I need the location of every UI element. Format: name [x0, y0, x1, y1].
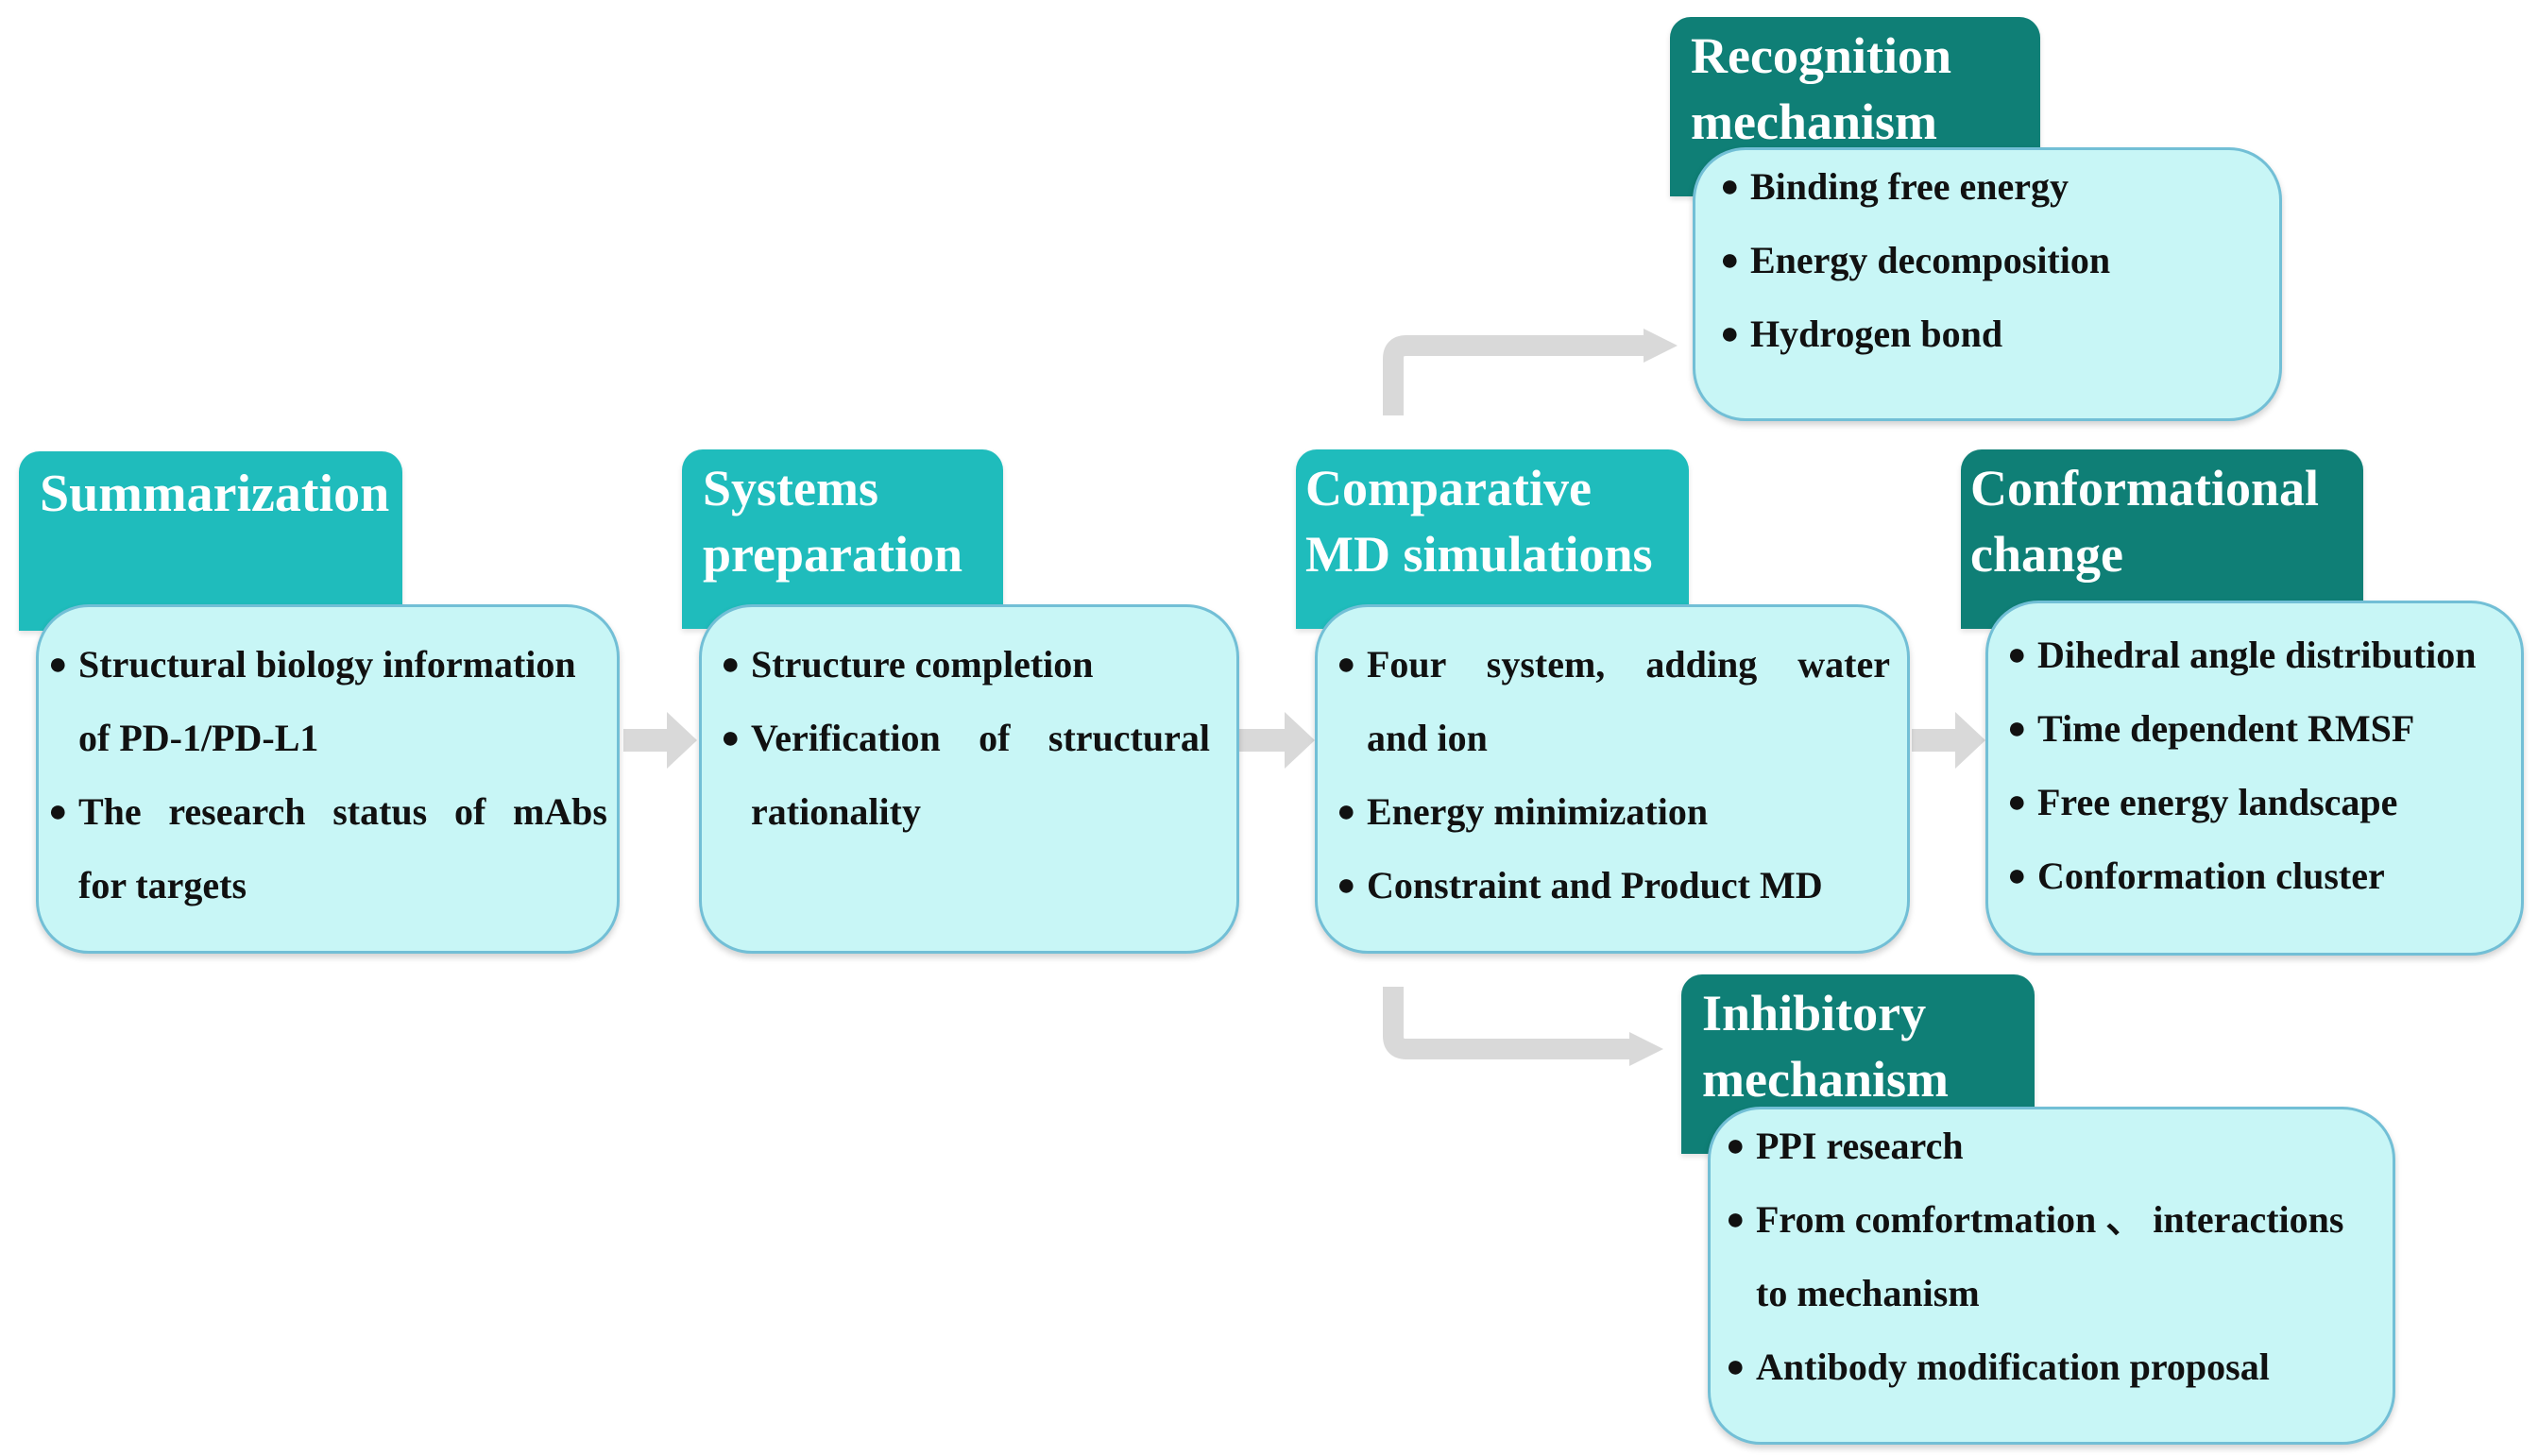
bullet-icon: ●	[2007, 858, 2027, 893]
arrow-comparative-to-recognition	[1383, 329, 1678, 415]
summarization-item-line: Structural biology information	[78, 643, 576, 686]
comparative-item-line: Energy minimization	[1367, 790, 1709, 833]
bullet-icon: ●	[1726, 1202, 1746, 1237]
systems-item-line: Verification of structural	[751, 717, 1210, 759]
bullet-icon: ●	[1726, 1349, 1746, 1384]
conformational-title-line: change	[1970, 526, 2123, 583]
inhibitory-item-line: From comfortmation 、 interactions	[1756, 1198, 2344, 1241]
systems-title-line: Systems	[703, 460, 878, 516]
recognition-item-line: Binding free energy	[1750, 165, 2070, 208]
bullet-icon: ●	[2007, 637, 2027, 672]
bullet-icon: ●	[1720, 243, 1740, 278]
summarization-card: ● Structural biology information of PD-1…	[36, 604, 620, 954]
bullet-icon: ●	[1337, 868, 1356, 903]
arrow-comparative-to-inhibitory	[1383, 987, 1663, 1066]
inhibitory-item-line: PPI research	[1756, 1125, 1964, 1167]
arrow-systems-to-comparative	[1239, 712, 1315, 769]
bullet-icon: ●	[2007, 711, 2027, 746]
systems-item: ● Verification of structural rationality	[721, 702, 1210, 849]
inhibitory-card: ● PPI research ● From comfortmation 、 in…	[1708, 1107, 2395, 1445]
bullet-icon: ●	[48, 794, 68, 829]
inhibitory-item-line: to mechanism	[1756, 1272, 1980, 1314]
recognition-item-line: Hydrogen bond	[1750, 313, 2003, 355]
inhibitory-item: ● From comfortmation 、 interactions to m…	[1726, 1183, 2379, 1330]
inhibitory-item: ● Antibody modification proposal	[1726, 1330, 2379, 1404]
comparative-item-line: and ion	[1367, 717, 1488, 759]
inhibitory-item-line: Antibody modification proposal	[1756, 1346, 2270, 1388]
summarization-tab: Summarization	[19, 451, 402, 631]
bullet-icon: ●	[1337, 647, 1356, 682]
recognition-item: ● Binding free energy	[1720, 150, 2268, 224]
systems-item: ● Structure completion	[721, 628, 1210, 702]
recognition-item: ● Energy decomposition	[1720, 224, 2268, 297]
bullet-icon: ●	[721, 647, 741, 682]
inhibitory-item: ● PPI research	[1726, 1109, 2379, 1183]
summarization-title: Summarization	[40, 465, 390, 523]
bullet-icon: ●	[1720, 316, 1740, 351]
comparative-item-line: Constraint and Product MD	[1367, 864, 1823, 906]
bullet-icon: ●	[48, 647, 68, 682]
recognition-card: ● Binding free energy ● Energy decomposi…	[1693, 147, 2282, 421]
comparative-item: ● Four system, adding water and ion	[1337, 628, 1890, 775]
systems-item-line: rationality	[751, 790, 921, 833]
systems-title-line: preparation	[703, 526, 963, 583]
comparative-item: ● Energy minimization	[1337, 775, 1890, 849]
conformational-tab: Conformational change	[1961, 449, 2363, 629]
summarization-item: ● The research status of mAbs for target…	[48, 775, 607, 923]
bullet-icon: ●	[1726, 1128, 1746, 1163]
inhibitory-title-line: mechanism	[1702, 1051, 1949, 1108]
arrow-summarization-to-systems	[623, 712, 697, 769]
conformational-item: ● Free energy landscape	[2007, 766, 2513, 839]
systems-tab: Systems preparation	[682, 449, 1003, 629]
bullet-icon: ●	[1720, 169, 1740, 204]
conformational-item-line: Free energy landscape	[2037, 781, 2398, 823]
conformational-item-line: Conformation cluster	[2037, 855, 2385, 897]
conformational-item-line: Dihedral angle distribution	[2037, 634, 2477, 676]
comparative-item: ● Constraint and Product MD	[1337, 849, 1890, 923]
recognition-title-line: Recognition	[1691, 27, 1951, 84]
conformational-item-line: Time dependent RMSF	[2037, 707, 2415, 750]
inhibitory-title-line: Inhibitory	[1702, 985, 1927, 1041]
arrow-comparative-to-conformational	[1912, 712, 1985, 769]
summarization-item-line: of PD-1/PD-L1	[78, 717, 319, 759]
systems-card: ● Structure completion ● Verification of…	[699, 604, 1239, 954]
summarization-item-line: The research status of mAbs	[78, 790, 607, 833]
conformational-item: ● Time dependent RMSF	[2007, 692, 2513, 766]
comparative-tab: Comparative MD simulations	[1296, 449, 1689, 629]
systems-item-line: Structure completion	[751, 643, 1094, 686]
conformational-item: ● Conformation cluster	[2007, 839, 2513, 913]
recognition-title-line: mechanism	[1691, 93, 1937, 150]
bullet-icon: ●	[2007, 785, 2027, 820]
conformational-item: ● Dihedral angle distribution	[2007, 618, 2513, 692]
comparative-title-line: Comparative	[1305, 460, 1592, 516]
bullet-icon: ●	[1337, 794, 1356, 829]
comparative-card: ● Four system, adding water and ion ● En…	[1315, 604, 1910, 954]
comparative-title-line: MD simulations	[1305, 526, 1653, 583]
recognition-item: ● Hydrogen bond	[1720, 297, 2268, 371]
summarization-item-line: for targets	[78, 864, 247, 906]
conformational-title-line: Conformational	[1970, 460, 2319, 516]
summarization-item: ● Structural biology information of PD-1…	[48, 628, 607, 775]
recognition-item-line: Energy decomposition	[1750, 239, 2111, 281]
comparative-item-line: Four system, adding water	[1367, 643, 1890, 686]
conformational-card: ● Dihedral angle distribution ● Time dep…	[1985, 601, 2524, 956]
bullet-icon: ●	[721, 720, 741, 755]
